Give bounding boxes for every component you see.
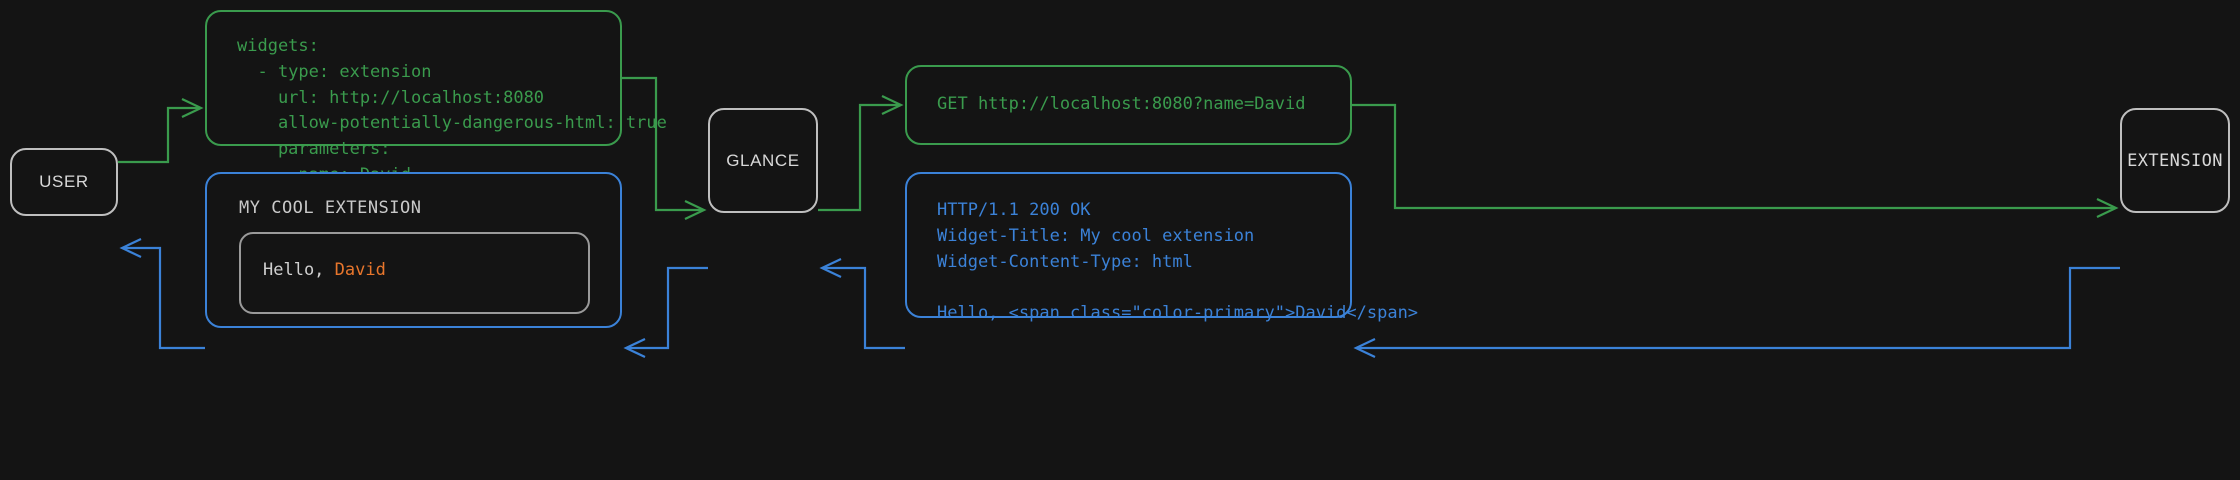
wire-extension-to-response [1353,266,2120,358]
wire-user-to-config [118,98,204,164]
node-glance-label: GLANCE [726,150,800,170]
wire-response-to-glance [819,258,905,350]
http-request-code: GET http://localhost:8080?name=David [937,94,1306,115]
node-user-label: USER [39,172,89,191]
panel-http-response: HTTP/1.1 200 OK Widget-Title: My cool ex… [905,172,1418,323]
wire-glance-to-widget [623,266,708,358]
wire-widget-to-user [119,238,205,350]
node-user[interactable]: USER [10,148,118,216]
panel-http-request: GET http://localhost:8080?name=David [905,65,1352,145]
http-response-code: HTTP/1.1 200 OK Widget-Title: My cool ex… [937,200,1419,324]
wire-request-to-extension [1352,103,2119,218]
wire-config-to-glance [622,76,707,220]
widget-preview-title: MY COOL EXTENSION [239,198,422,218]
node-extension-label: EXTENSION [2127,150,2223,171]
panel-config-yaml: widgets: - type: extension url: http://l… [205,10,667,185]
panel-widget-preview: MY COOL EXTENSION Hello, David [205,172,622,328]
wire-glance-to-request [818,95,904,212]
config-yaml-code: widgets: - type: extension url: http://l… [237,36,667,185]
widget-name-text: David [334,260,386,280]
node-glance[interactable]: GLANCE [708,108,818,213]
widget-preview-card: Hello, David [239,232,590,314]
node-extension[interactable]: EXTENSION [2120,108,2230,213]
widget-greeting-text: Hello, [263,260,335,280]
